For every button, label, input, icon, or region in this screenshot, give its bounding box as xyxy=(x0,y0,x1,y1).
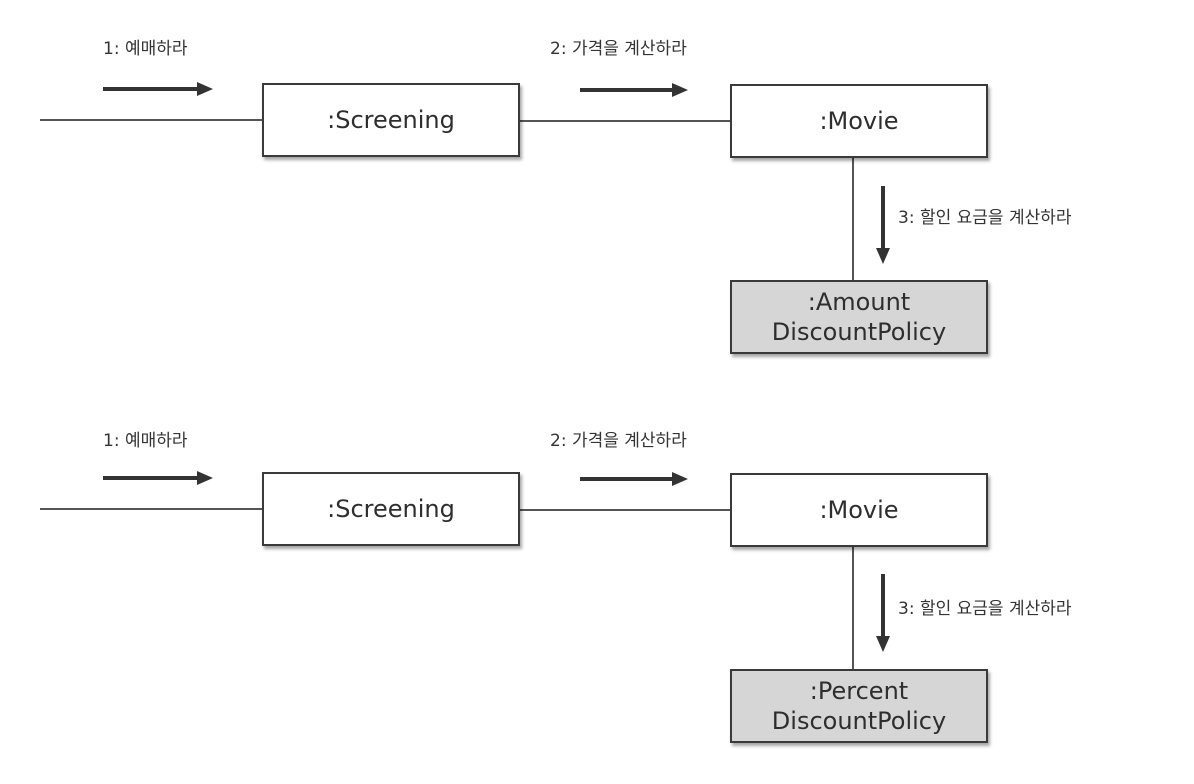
incoming-link xyxy=(40,508,264,510)
incoming-link xyxy=(40,119,264,121)
screening-movie-link xyxy=(518,509,732,511)
movie-object-label: :Movie xyxy=(819,107,899,135)
screening-object: :Screening xyxy=(262,472,520,546)
policy-object-label-line2: DiscountPolicy xyxy=(771,318,947,346)
message-3-arrow xyxy=(876,574,890,652)
message-3-arrow xyxy=(876,186,890,264)
message-2-label: 2: 가격을 계산하라 xyxy=(550,431,687,451)
collaboration-diagram-amount: 1: 예매하라 2: 가격을 계산하라 3: 할인 요금을 계산하라 :Scre… xyxy=(40,39,1072,354)
movie-policy-link xyxy=(852,547,854,671)
screening-movie-link xyxy=(518,120,732,122)
movie-policy-link xyxy=(852,158,854,282)
screening-object-label: :Screening xyxy=(327,106,455,134)
message-1-label: 1: 예매하라 xyxy=(103,39,188,59)
message-2-arrow xyxy=(580,83,688,97)
screening-object-label: :Screening xyxy=(327,495,455,523)
message-2-arrow xyxy=(580,472,688,486)
message-3-label: 3: 할인 요금을 계산하라 xyxy=(898,599,1072,619)
message-1-arrow xyxy=(103,82,213,96)
movie-object-label: :Movie xyxy=(819,496,899,524)
amount-discount-policy-object: :Amount DiscountPolicy xyxy=(730,280,988,354)
collaboration-diagram-percent: 1: 예매하라 2: 가격을 계산하라 3: 할인 요금을 계산하라 :Scre… xyxy=(0,389,1194,781)
message-3-label: 3: 할인 요금을 계산하라 xyxy=(898,208,1072,228)
percent-discount-policy-object: :Percent DiscountPolicy xyxy=(730,669,988,743)
policy-object-label-line2: DiscountPolicy xyxy=(771,707,947,735)
movie-object: :Movie xyxy=(730,84,988,158)
message-1-label: 1: 예매하라 xyxy=(103,431,188,451)
policy-object-label-line1: :Percent xyxy=(809,677,909,705)
screening-object: :Screening xyxy=(262,83,520,157)
movie-object: :Movie xyxy=(730,473,988,547)
policy-object-label-line1: :Amount xyxy=(807,288,911,316)
message-1-arrow xyxy=(103,471,213,485)
message-2-label: 2: 가격을 계산하라 xyxy=(550,39,687,59)
